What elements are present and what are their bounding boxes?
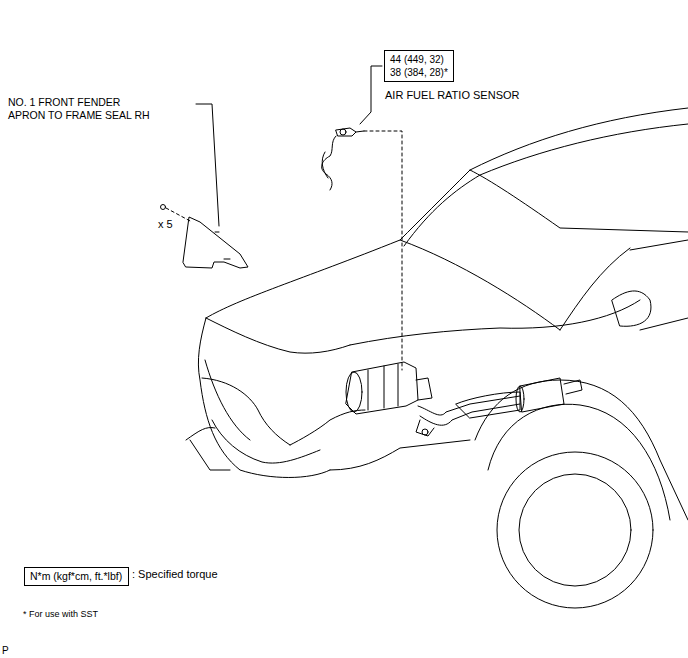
part-name: AIR FUEL RATIO SENSOR	[385, 89, 519, 102]
leader-line	[360, 66, 382, 124]
fender-apron-seal	[183, 217, 248, 268]
part-name: NO. 1 FRONT FENDER APRON TO FRAME SEAL R…	[8, 96, 158, 122]
install-line	[364, 131, 402, 370]
exhaust-manifold	[346, 362, 582, 436]
note-text: * For use with SST	[23, 608, 98, 621]
torque-value: 44 (449, 32)	[390, 53, 448, 66]
air-fuel-ratio-sensor	[322, 128, 364, 190]
legend-torque-box: N*m (kgf*cm, ft.*lbf)	[24, 567, 129, 586]
torque-value: 38 (384, 28)*	[390, 66, 448, 79]
torque-spec-box: 44 (449, 32)38 (384, 28)*	[384, 50, 454, 82]
page-mark: P	[2, 644, 9, 657]
legend-text: : Specified torque	[132, 568, 218, 581]
clip	[161, 205, 166, 210]
car-body	[186, 108, 688, 608]
leader-line	[196, 104, 219, 226]
quantity-label: x 5	[158, 218, 173, 231]
torque-value: N*m (kgf*cm, ft.*lbf)	[30, 570, 123, 583]
